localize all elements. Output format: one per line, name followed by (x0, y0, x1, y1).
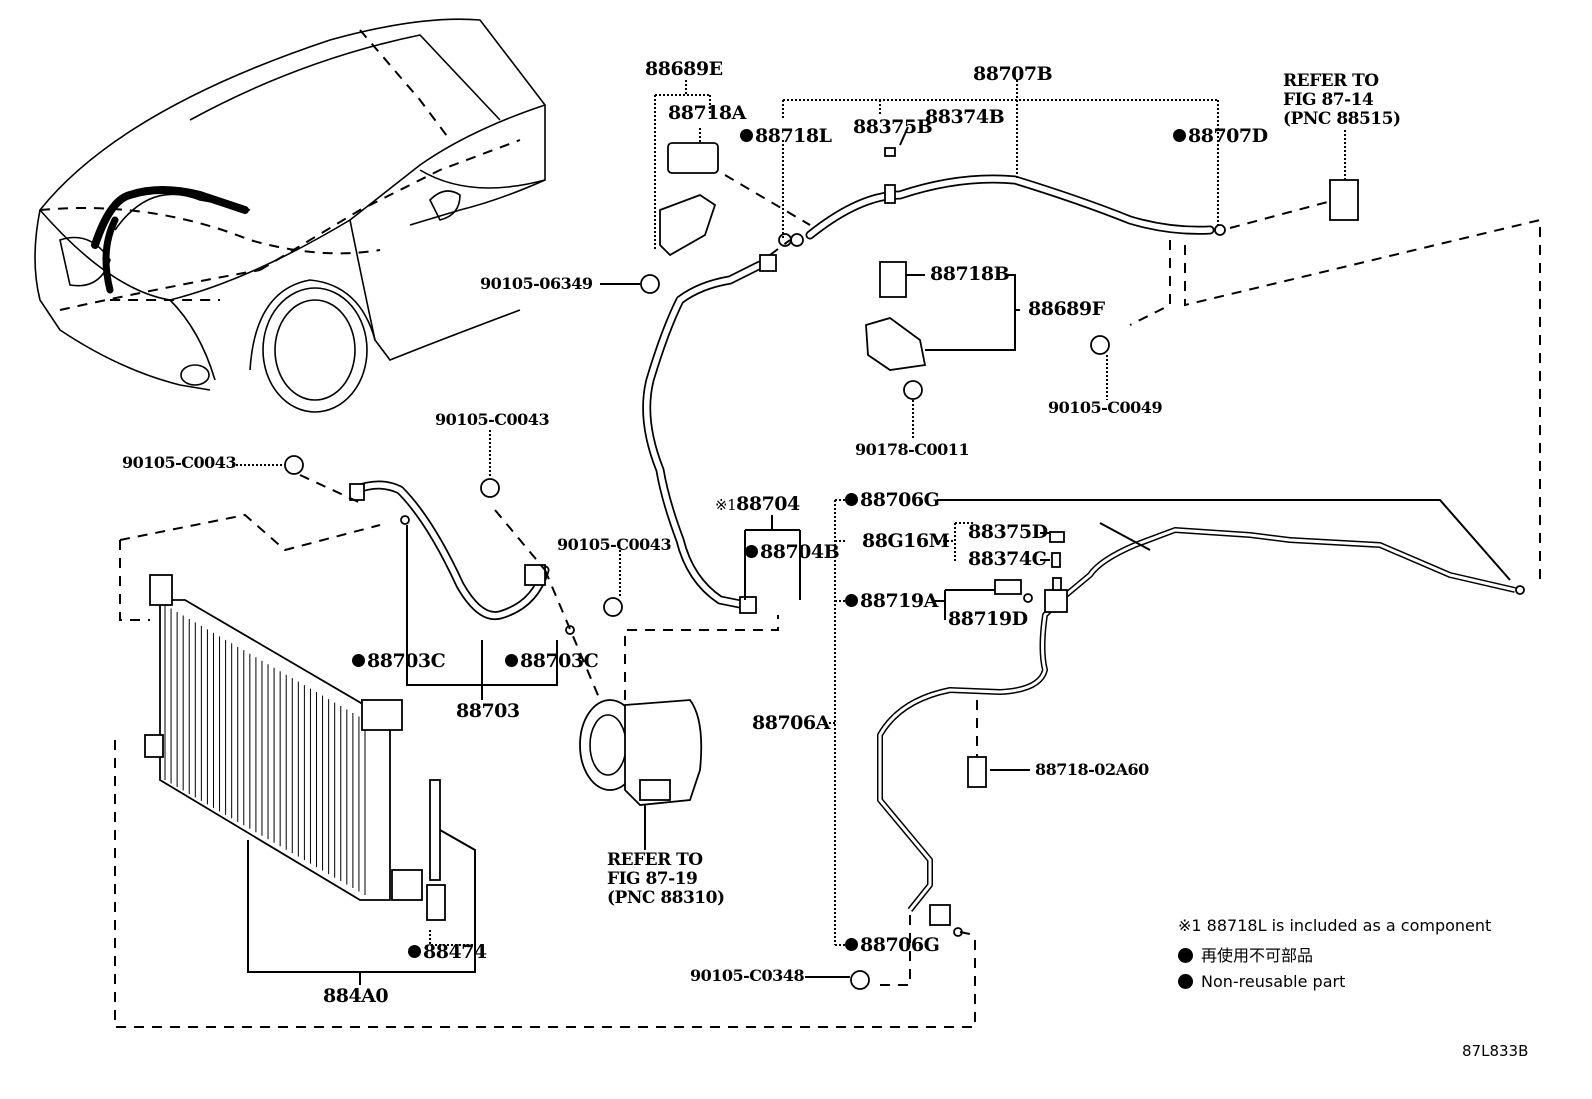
part-number: 88703C (520, 650, 599, 672)
figure-id: 87L833B (1462, 1042, 1529, 1060)
reference-pnc-88310[interactable]: REFER TO FIG 87-19 (PNC 88310) (607, 850, 725, 909)
leader-lines (232, 80, 1511, 985)
nonreusable-marker-icon (408, 945, 421, 958)
legend-note: ※1 88718L is included as a component (1178, 916, 1492, 935)
legend-nonreusable-jp: 再使用不可部品 (1178, 948, 1313, 964)
part-label-90105-C0348[interactable]: 90105-C0348 (690, 966, 805, 985)
part-label-88706G-bottom[interactable]: 88706G (845, 934, 940, 956)
part-number: 88706G (860, 934, 940, 956)
part-number: 88707D (1188, 125, 1268, 147)
reference-line: REFER TO (1283, 71, 1379, 91)
reference-line: REFER TO (607, 850, 703, 870)
part-label-88374B[interactable]: 88374B (925, 106, 1005, 128)
part-label-88718A[interactable]: 88718A (668, 102, 746, 124)
suction-hose-illustration (642, 254, 777, 614)
discharge-hose-illustration (299, 474, 601, 701)
part-label-88703C-right[interactable]: 88703C (505, 650, 599, 672)
nonreusable-marker-icon (352, 654, 365, 667)
legend-text: Non-reusable part (1201, 972, 1346, 991)
part-number: 88704 (736, 493, 800, 515)
nonreusable-marker-icon (740, 129, 753, 142)
reference-line: FIG 87-19 (607, 869, 698, 890)
nonreusable-marker-icon (745, 545, 758, 558)
part-label-88706G-top[interactable]: 88706G (845, 489, 940, 511)
note-mark: ※1 (715, 496, 737, 514)
vehicle-front-illustration (34, 18, 547, 413)
part-label-88689F[interactable]: 88689F (1028, 298, 1105, 320)
reference-line: (PNC 88310) (607, 888, 725, 909)
part-label-88718-02A60[interactable]: 88718-02A60 (1035, 760, 1149, 779)
suction-tube-illustration (724, 147, 1541, 580)
part-label-88706A[interactable]: 88706A (752, 712, 830, 734)
nonreusable-marker-icon (845, 594, 858, 607)
part-label-88703[interactable]: 88703 (456, 700, 520, 722)
part-label-88375B[interactable]: 88375B (853, 116, 933, 138)
part-label-88G16M[interactable]: 88G16M (862, 530, 950, 552)
nonreusable-marker-icon (845, 493, 858, 506)
reference-line: FIG 87-14 (1283, 90, 1374, 111)
part-label-88719A[interactable]: 88719A (845, 592, 938, 611)
part-number: 88718L (755, 125, 832, 147)
nonreusable-marker-icon (505, 654, 518, 667)
part-label-88719D[interactable]: 88719D (948, 608, 1028, 630)
part-label-88707B[interactable]: 88707B (973, 63, 1053, 85)
liquid-tube-illustration (877, 527, 1525, 986)
part-label-88704[interactable]: ※188704 (715, 495, 800, 514)
nonreusable-marker-icon (845, 938, 858, 951)
part-label-88703C-left[interactable]: 88703C (352, 650, 446, 672)
reference-line: (PNC 88515) (1283, 109, 1401, 130)
reference-pnc-88515[interactable]: REFER TO FIG 87-14 (PNC 88515) (1283, 71, 1401, 130)
brackets-illustration (284, 142, 1110, 990)
part-label-90178-C0011[interactable]: 90178-C0011 (855, 440, 970, 459)
part-label-90105-C0049[interactable]: 90105-C0049 (1048, 398, 1163, 417)
part-label-90105-C0043-upper[interactable]: 90105-C0043 (435, 410, 550, 429)
part-label-88707D[interactable]: 88707D (1173, 127, 1268, 146)
part-label-884A0[interactable]: 884A0 (323, 985, 389, 1007)
part-label-88704B[interactable]: 88704B (745, 541, 840, 563)
part-label-90105-06349[interactable]: 90105-06349 (480, 274, 593, 293)
part-number: 88703C (367, 650, 446, 672)
part-label-88689E[interactable]: 88689E (645, 58, 723, 80)
part-label-88375D[interactable]: 88375D (968, 521, 1048, 543)
part-number: 88719A (860, 590, 938, 612)
nonreusable-marker-icon (1173, 129, 1186, 142)
part-label-88718B[interactable]: 88718B (930, 263, 1010, 285)
part-label-88474[interactable]: 88474 (408, 943, 487, 962)
part-number: 88704B (760, 541, 840, 563)
part-label-88374C[interactable]: 88374C (968, 548, 1047, 570)
part-label-88718L[interactable]: 88718L (740, 125, 832, 147)
compressor-illustration (579, 615, 779, 806)
part-label-90105-C0043-left[interactable]: 90105-C0043 (122, 453, 237, 472)
part-number: 88706G (860, 489, 940, 511)
part-number: 88474 (423, 941, 487, 963)
legend-text: 再使用不可部品 (1201, 946, 1314, 965)
nonreusable-marker-icon (1178, 948, 1193, 963)
part-label-90105-C0043-right[interactable]: 90105-C0043 (557, 535, 672, 554)
nonreusable-marker-icon (1178, 974, 1193, 989)
condenser-illustration (114, 513, 976, 1028)
legend-nonreusable-en: Non-reusable part (1178, 974, 1345, 990)
